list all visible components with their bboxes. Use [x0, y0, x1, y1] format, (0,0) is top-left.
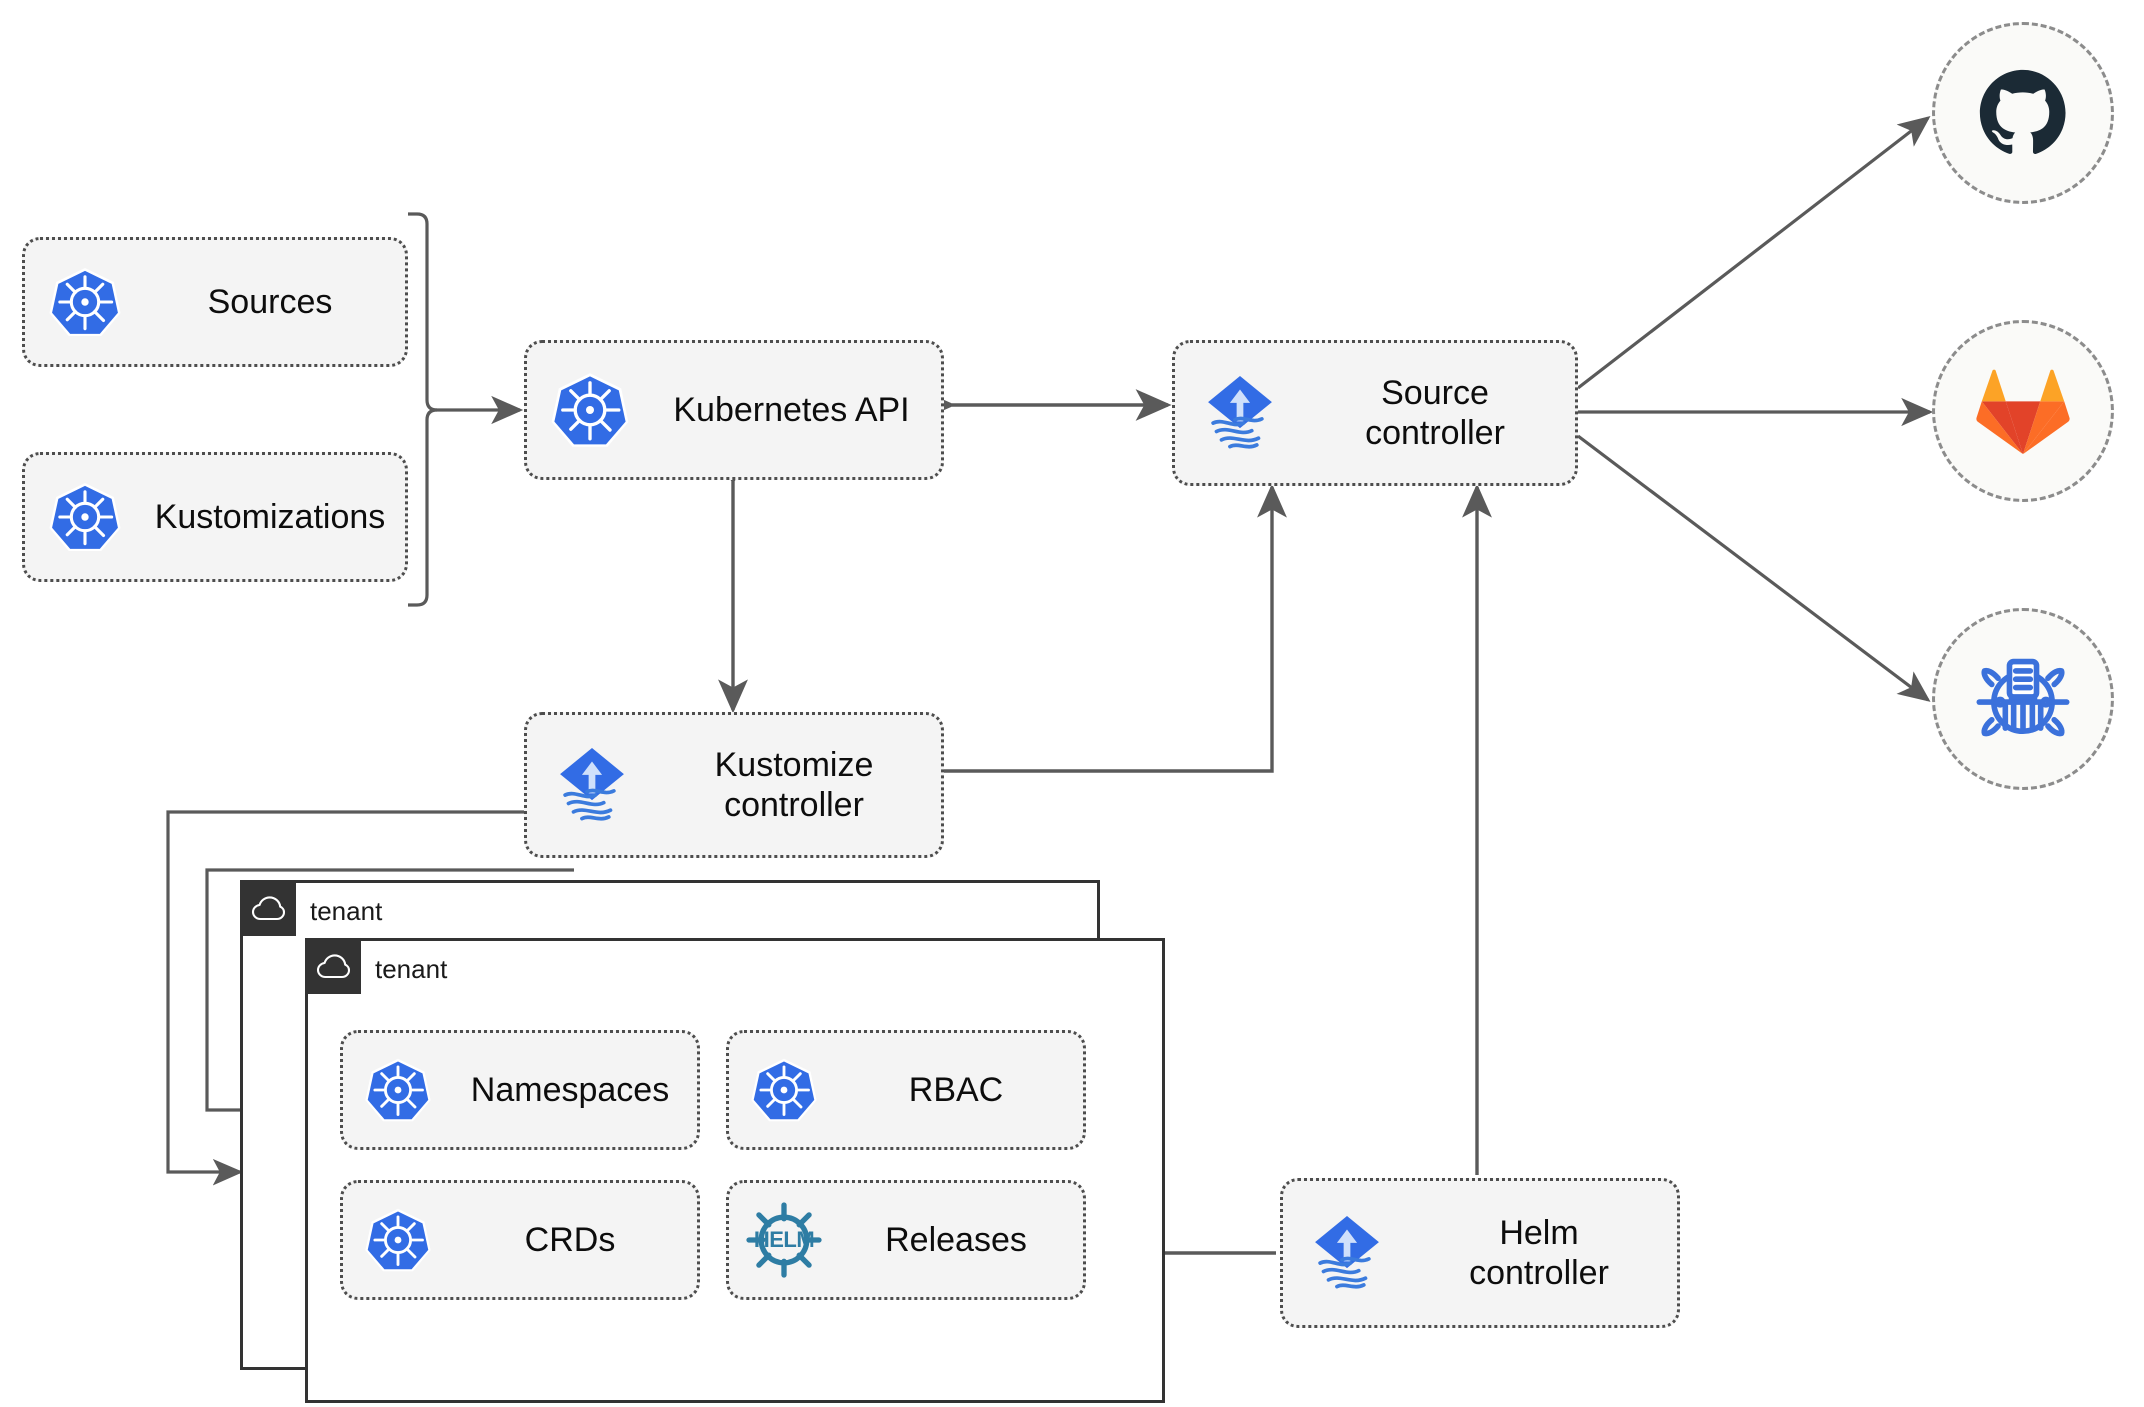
node-github[interactable]	[1932, 22, 2114, 204]
node-releases-label: Releases	[885, 1220, 1027, 1259]
node-source-controller-label: Source controller	[1365, 373, 1505, 452]
edge-source-controller-to-github	[1577, 116, 1931, 390]
kubernetes-icon	[343, 1056, 453, 1124]
flux-icon	[1175, 371, 1305, 455]
node-kustomize-controller-label: Kustomize controller	[714, 745, 874, 824]
tenant-outer-label: tenant	[296, 880, 399, 936]
node-kustomize-controller[interactable]: Kustomize controller	[524, 712, 944, 858]
kubernetes-icon	[25, 480, 145, 554]
cloud-icon	[305, 938, 361, 994]
edge-resources-brace	[408, 212, 438, 607]
kubernetes-icon	[729, 1056, 839, 1124]
tenant-inner-label: tenant	[361, 938, 464, 994]
cloud-icon	[240, 880, 296, 936]
helm-icon-text: HELM	[753, 1227, 815, 1252]
node-rbac[interactable]: RBAC	[726, 1030, 1086, 1150]
tenant-outer-header: tenant	[240, 880, 399, 936]
node-kubernetes-api-label: Kubernetes API	[673, 390, 910, 429]
edge-source-controller-to-helm-repo	[1577, 434, 1931, 702]
flux-icon	[527, 743, 657, 827]
node-crds[interactable]: CRDs	[340, 1180, 700, 1300]
kubernetes-icon	[527, 370, 652, 450]
node-namespaces-label: Namespaces	[470, 1070, 670, 1109]
node-helm-repository[interactable]	[1932, 608, 2114, 790]
node-gitlab[interactable]	[1932, 320, 2114, 502]
node-kustomizations[interactable]: Kustomizations	[22, 452, 408, 582]
gitlab-icon	[1976, 369, 2070, 455]
helm-repository-icon	[1976, 658, 2070, 737]
node-sources-label: Sources	[207, 282, 333, 321]
helm-icon: HELM	[729, 1202, 839, 1278]
node-kustomizations-label: Kustomizations	[154, 497, 386, 536]
edge-kustomize-to-source-controller	[944, 483, 1287, 773]
node-releases[interactable]: HELM Releases	[726, 1180, 1086, 1300]
tenant-inner-header: tenant	[305, 938, 464, 994]
node-helm-controller[interactable]: Helm controller	[1280, 1178, 1680, 1328]
tenant-container-inner: tenant	[305, 938, 1165, 1403]
flux-icon	[1283, 1211, 1411, 1295]
node-helm-controller-label: Helm controller	[1469, 1213, 1609, 1292]
kubernetes-icon	[25, 265, 145, 339]
node-source-controller[interactable]: Source controller	[1172, 340, 1578, 486]
node-kubernetes-api[interactable]: Kubernetes API	[524, 340, 944, 480]
node-namespaces[interactable]: Namespaces	[340, 1030, 700, 1150]
node-crds-label: CRDs	[524, 1220, 616, 1259]
node-rbac-label: RBAC	[908, 1070, 1004, 1109]
node-sources[interactable]: Sources	[22, 237, 408, 367]
kubernetes-icon	[343, 1206, 453, 1274]
github-icon	[1979, 69, 2066, 154]
